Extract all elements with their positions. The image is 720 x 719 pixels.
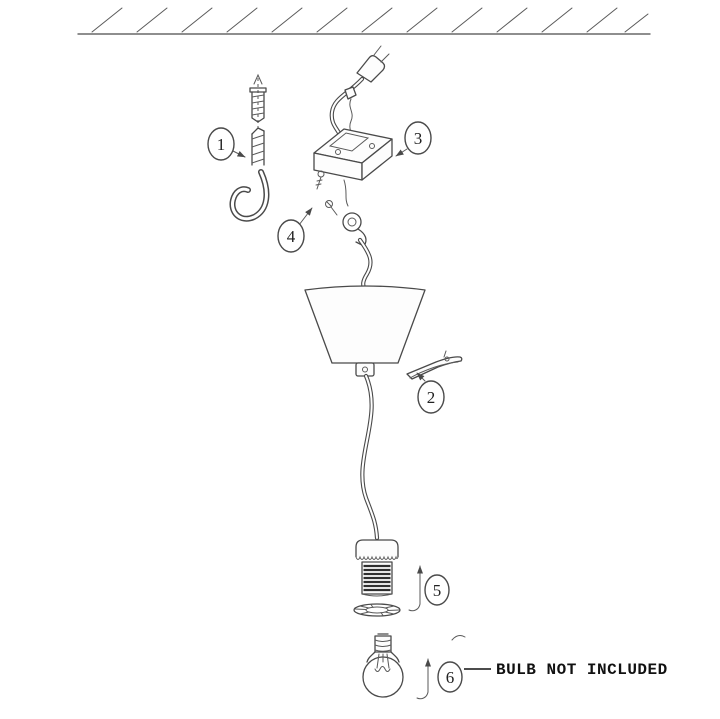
bulb-neck [366,651,400,663]
socket-cap [355,539,399,557]
callout-4-label: 4 [287,227,296,246]
callout-6-label: 6 [446,668,455,687]
callout-2-pointer [416,372,426,382]
callout-2: 2 [417,380,445,414]
callout-1-label: 1 [217,135,226,154]
pendant-cord-inner [361,375,378,539]
bracket-assembly [313,45,393,207]
callout-3-label: 3 [414,129,423,148]
tick-mark [451,635,466,641]
anchor-arrow-icon [253,73,263,85]
ceiling-hook-part [229,73,270,222]
socket-skirt [355,555,399,560]
callout-3-pointer [395,148,408,157]
ceiling [77,7,651,35]
mounting-bracket [313,128,393,181]
callout-4-pointer [298,207,313,226]
loop-ring-outer [342,212,362,232]
callout-2-label: 2 [427,388,436,407]
loop-screw [325,200,338,216]
light-bulb [362,633,404,698]
callout-1: 1 [207,127,235,161]
callout-4: 4 [277,219,305,253]
bulb-direction-arrow [416,658,431,700]
callout-5-label: 5 [433,581,442,600]
callout-5: 5 [424,574,450,606]
socket-threads [363,564,391,592]
loop-ring-inner [347,217,357,227]
loop-piece [325,200,373,292]
ring-direction-arrow [408,565,423,612]
bracket-wire [343,179,349,207]
canopy [304,285,426,377]
callout-3: 3 [404,121,432,155]
bulb-base [374,635,392,653]
bulb-globe [362,656,404,698]
bulb-filament-coil [374,666,391,672]
canopy-connector [355,362,375,377]
bulb-note: BULB NOT INCLUDED [496,661,668,679]
shade-ring [353,603,401,617]
hook-screw [229,127,270,222]
callout-1-pointer [232,150,246,158]
power-plug [356,45,390,83]
ceiling-hatch [91,7,649,33]
bracket-screw [315,170,325,190]
bulb-filament-leads [376,653,390,669]
wall-anchor [249,87,267,123]
callout-6: 6 [437,661,463,693]
lamp-socket [355,539,399,597]
wire-clamp [406,350,463,380]
